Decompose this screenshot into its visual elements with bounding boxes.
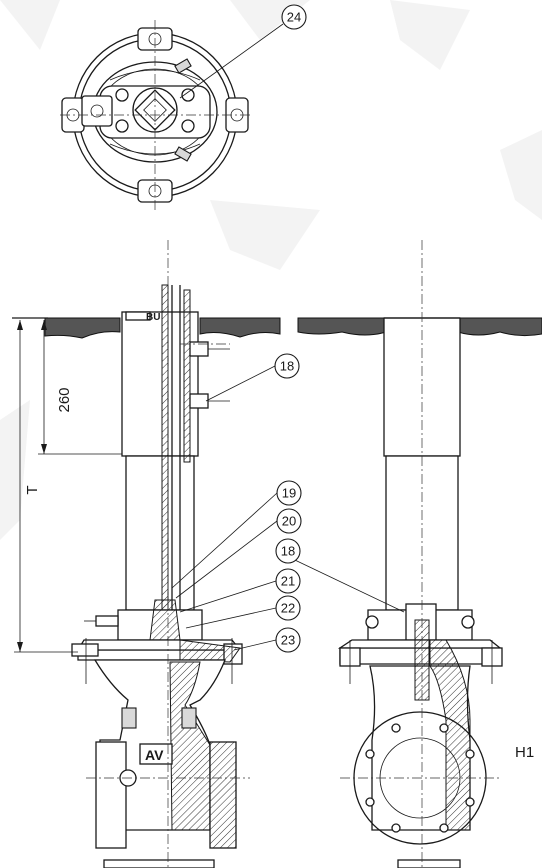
dimension-t: T [24,485,41,494]
left-section-view: AV [71,240,250,868]
svg-text:24: 24 [287,10,301,25]
watermark [0,0,542,540]
callout-23: 23 [275,627,301,653]
right-side-view [337,240,503,868]
callout-18-lower: 18 [275,538,301,564]
callout-20: 20 [276,508,302,534]
svg-text:19: 19 [282,486,296,501]
svg-text:22: 22 [281,601,295,616]
callout-22: 22 [275,595,301,621]
callout-21: 21 [275,568,301,594]
ground-surface [12,317,542,339]
callout-24: 24 [281,4,307,30]
marker-bu: BU [146,312,160,323]
svg-text:20: 20 [282,514,296,529]
svg-text:21: 21 [281,574,295,589]
callout-19: 19 [276,480,302,506]
top-view [60,20,250,210]
svg-text:23: 23 [281,633,295,648]
callout-18-upper: 18 [274,353,300,379]
dimension-h1: H1 [515,744,534,761]
svg-text:18: 18 [280,359,294,374]
dimension-260: 260 [56,387,73,412]
manufacturer-logo: AV [145,747,164,763]
leader-lines [171,23,405,651]
dimension-lines [14,320,122,653]
svg-text:18: 18 [281,544,295,559]
